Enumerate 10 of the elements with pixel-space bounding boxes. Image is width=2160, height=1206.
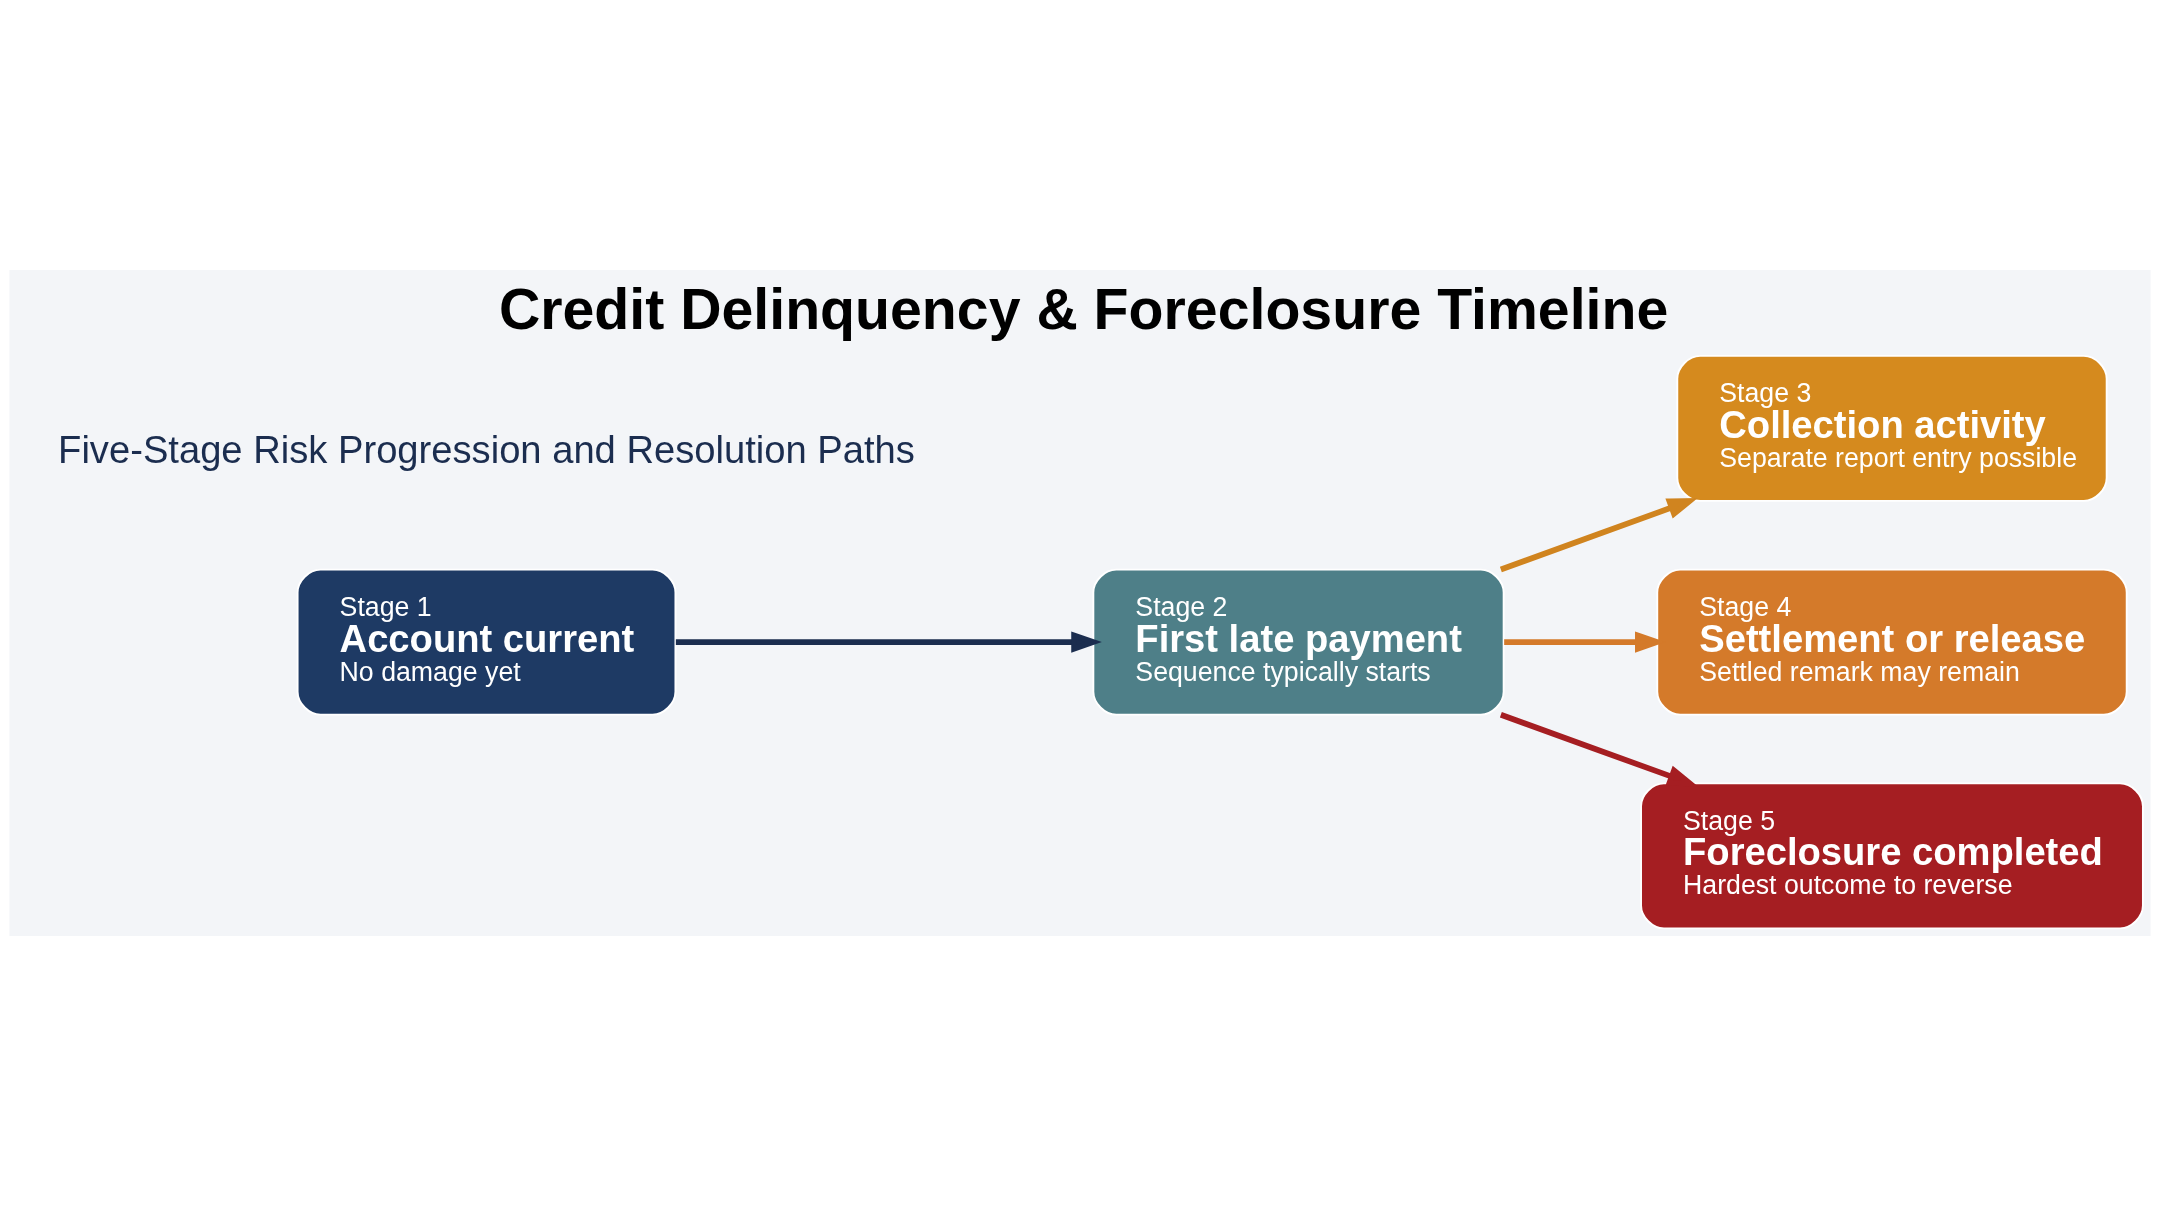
node-box: Stage 2 First late payment Sequence typically starts: [1092, 568, 1505, 716]
node-box: Stage 1 Account current No damage yet: [296, 568, 677, 716]
node-box: Stage 4 Settlement or release Settled remark may remain: [1656, 568, 2128, 716]
arrow: [1499, 498, 1698, 573]
label: Five-Stage Risk Progression and Resolution Paths: [58, 427, 915, 471]
node-box: Stage 3 Collection activity Separate report entry possible: [1676, 354, 2108, 502]
diagram-title: Credit Delinquency & Foreclosure Timeline: [498, 277, 1669, 342]
node-box: Stage 5 Foreclosure completed Hardest outcome to reverse: [1640, 782, 2144, 930]
arrow: [675, 631, 1102, 653]
arrow: [1499, 712, 1698, 787]
